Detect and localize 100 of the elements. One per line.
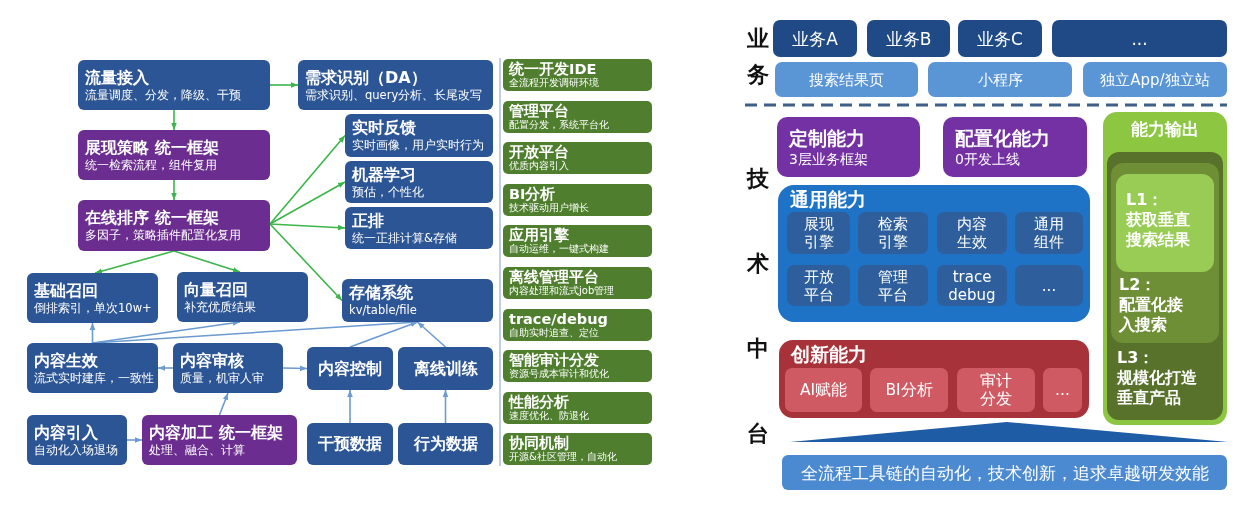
module-title: 存储系统 bbox=[349, 283, 413, 303]
tool-title: 应用引擎 bbox=[509, 227, 569, 243]
arrow bbox=[416, 321, 447, 348]
module-description: 统一检索流程，组件复用 bbox=[85, 157, 217, 173]
tile-label: 审计分发 bbox=[979, 372, 1013, 408]
tool-description: 自助实时追查、定位 bbox=[509, 327, 599, 339]
module-title: 正排 bbox=[352, 210, 384, 231]
capability-tile bbox=[1043, 368, 1082, 412]
tool-card bbox=[503, 101, 652, 133]
arrow bbox=[442, 389, 449, 424]
module-box bbox=[27, 273, 158, 323]
tool-card bbox=[503, 433, 652, 465]
module-box bbox=[78, 60, 270, 110]
module-title: 干预数据 bbox=[318, 434, 382, 454]
level-description: 获取垂直搜索结果 bbox=[1126, 210, 1191, 250]
arrow bbox=[218, 392, 229, 416]
module-box bbox=[398, 423, 493, 465]
channel-name: 搜索结果页 bbox=[809, 70, 884, 89]
capability-tile bbox=[785, 368, 862, 412]
level-box bbox=[1116, 174, 1214, 272]
channel-name: 小程序 bbox=[977, 70, 1023, 89]
tool-title: 智能审计分发 bbox=[509, 352, 599, 368]
capability-tile bbox=[937, 265, 1007, 306]
capability-tile bbox=[1015, 265, 1083, 306]
module-box bbox=[173, 343, 283, 393]
module-title: 向量召回 bbox=[184, 279, 248, 300]
module-description: 实时画像，用户实时行为 bbox=[352, 138, 484, 153]
tile-label: 通用组件 bbox=[1033, 215, 1065, 251]
summary-bar bbox=[782, 455, 1227, 490]
capability-panel bbox=[779, 340, 1089, 418]
tile-label: 内容生效 bbox=[956, 215, 988, 251]
tool-description: 全流程开发调研环境 bbox=[509, 77, 599, 89]
module-title: 内容审核 bbox=[180, 350, 244, 371]
arrow bbox=[282, 365, 308, 372]
framework-box bbox=[142, 415, 297, 465]
tile-label: 检索引擎 bbox=[877, 215, 909, 251]
framework-box bbox=[78, 130, 270, 180]
capability-title: 配置化能力 bbox=[955, 126, 1050, 150]
module-description: 流式实时建库，一致性 bbox=[34, 370, 154, 386]
panel-title: 创新能力 bbox=[791, 343, 867, 365]
tool-description: 技术驱动用户增长 bbox=[509, 202, 589, 214]
tool-description: 速度优化、防退化 bbox=[509, 410, 589, 422]
tool-description: 配置分发，系统平台化 bbox=[509, 119, 609, 131]
output-panel bbox=[1103, 112, 1227, 425]
side-label: 技术中台 bbox=[747, 165, 769, 448]
tool-description: 开源&社区管理，自动化 bbox=[509, 451, 617, 463]
tool-description: 内容处理和流式job管理 bbox=[509, 285, 615, 297]
level-box bbox=[1111, 163, 1219, 343]
tool-title: BI分析 bbox=[509, 186, 556, 202]
arrow bbox=[89, 322, 96, 344]
level-description: 规模化打造垂直产品 bbox=[1117, 368, 1198, 408]
module-title: 内容生效 bbox=[34, 350, 98, 371]
tile-label: 展现引擎 bbox=[802, 215, 835, 251]
tool-title: 开放平台 bbox=[509, 144, 569, 160]
module-description: 需求识别、query分析、长尾改写 bbox=[305, 87, 483, 103]
tile-label: AI赋能 bbox=[799, 381, 848, 399]
tile-label: 开放平台 bbox=[802, 267, 835, 304]
tool-card bbox=[503, 267, 652, 299]
module-box bbox=[307, 347, 393, 390]
level-title: L2： bbox=[1119, 275, 1157, 295]
tool-title: 管理平台 bbox=[509, 103, 569, 119]
capability-tile bbox=[870, 368, 948, 412]
module-box bbox=[298, 60, 493, 110]
capability-title: 定制能力 bbox=[789, 126, 865, 150]
module-title: 流量接入 bbox=[85, 67, 149, 88]
module-description: 自动化入场退场 bbox=[34, 442, 118, 458]
tile-label: BI分析 bbox=[885, 381, 933, 399]
tool-description: 自动运维，一键式构建 bbox=[509, 243, 609, 255]
module-box bbox=[398, 347, 493, 390]
business-name: 业务A bbox=[792, 28, 838, 49]
module-title: 内容加工 统一框架 bbox=[149, 422, 283, 443]
module-title: 离线训练 bbox=[413, 358, 478, 379]
arrow bbox=[171, 109, 177, 131]
arrow bbox=[171, 179, 177, 201]
module-box bbox=[177, 272, 308, 322]
module-description: 多因子，策略插件配置化复用 bbox=[85, 228, 241, 243]
module-title: 基础召回 bbox=[34, 280, 98, 301]
business-name: ... bbox=[1131, 28, 1148, 49]
capability-tile bbox=[957, 368, 1035, 412]
arrow bbox=[269, 223, 346, 231]
capability-tile bbox=[858, 265, 928, 306]
tool-description: 优质内容引入 bbox=[509, 160, 569, 172]
module-box bbox=[345, 114, 493, 157]
channel-box bbox=[928, 62, 1072, 97]
business-name: 业务C bbox=[977, 28, 1023, 49]
side-label: 业务 bbox=[747, 25, 769, 89]
capability-tile bbox=[858, 212, 928, 254]
module-description: 质量，机审人审 bbox=[180, 370, 264, 386]
level-title: L3： bbox=[1117, 348, 1155, 368]
module-title: 内容控制 bbox=[318, 358, 382, 379]
tool-description: 资源号成本审计和优化 bbox=[509, 368, 609, 380]
arrow bbox=[269, 181, 346, 225]
module-description: 处理、融合、计算 bbox=[149, 442, 245, 458]
capability-description: 3层业务框架 bbox=[789, 150, 868, 168]
capability-tile bbox=[787, 265, 850, 306]
business-name: 业务B bbox=[885, 28, 932, 49]
level-box bbox=[1107, 152, 1223, 420]
business-box bbox=[1052, 20, 1227, 57]
module-box bbox=[27, 415, 127, 465]
capability-panel bbox=[778, 185, 1090, 322]
